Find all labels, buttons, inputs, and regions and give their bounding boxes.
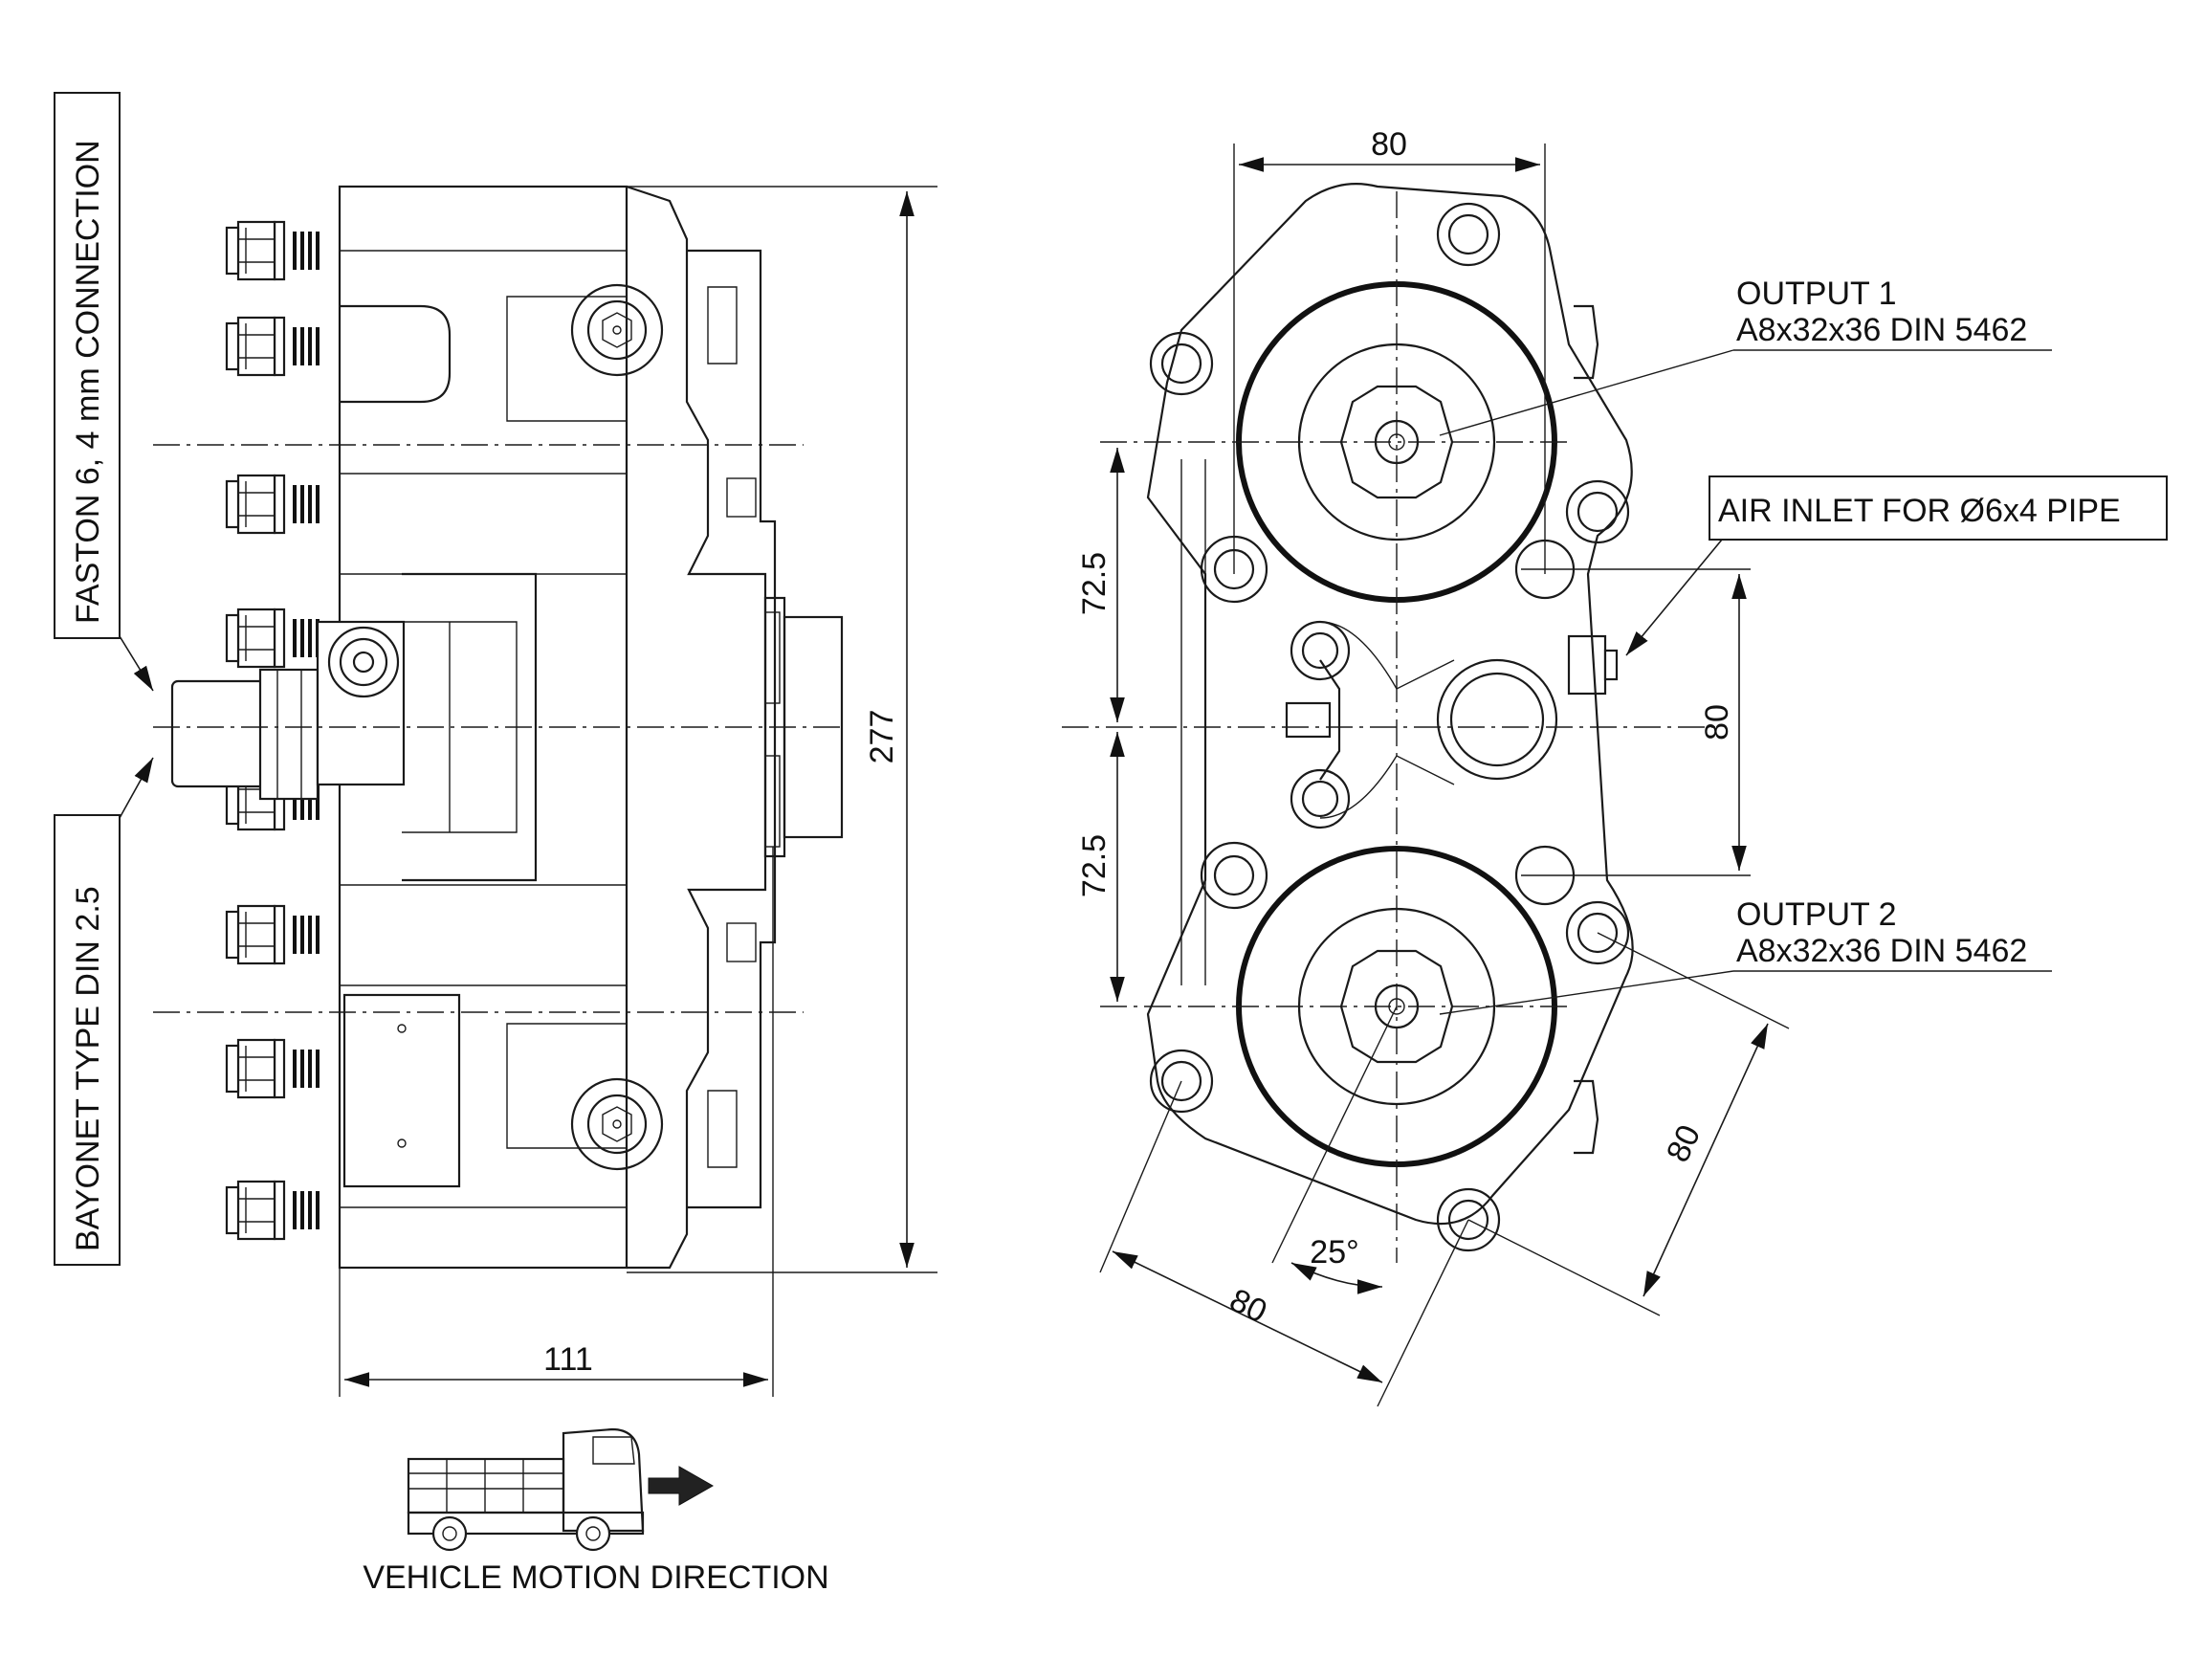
bayonet-connector	[170, 620, 406, 801]
angle-25: 25°	[1271, 1006, 1398, 1294]
dim-72-5: 72.5 72.5	[1076, 448, 1125, 1002]
side-view	[153, 185, 847, 1270]
dim-angle-text: 25°	[1310, 1234, 1358, 1271]
output2-spec: A8x32x36 DIN 5462	[1736, 933, 2027, 969]
dim-111-text: 111	[543, 1341, 593, 1378]
output1-title: OUTPUT 1	[1736, 276, 1897, 312]
dim-width-111: 111	[339, 847, 774, 1397]
dim-diag-bottom-80-text: 80	[1224, 1282, 1272, 1331]
truck-icon	[407, 1427, 715, 1552]
dim-diag-right-80-text: 80	[1660, 1119, 1708, 1167]
output1-label: OUTPUT 1 A8x32x36 DIN 5462	[1439, 276, 2052, 436]
front-view	[1062, 183, 1722, 1263]
dim-top-80: 80	[1233, 126, 1546, 574]
bolt-holes	[1149, 202, 1630, 1252]
screw-bottom	[570, 1077, 664, 1171]
dim-right-80: 80	[1521, 568, 1751, 876]
output2-label: OUTPUT 2 A8x32x36 DIN 5462	[1439, 896, 2052, 1015]
dim-height-277: 277	[627, 186, 937, 1273]
front-plate-outline	[1146, 183, 1634, 1226]
dim-277-text: 277	[864, 710, 900, 764]
air-inlet-label: AIR INLET FOR Ø6x4 PIPE	[1625, 475, 2168, 656]
dim-right-80-text: 80	[1699, 704, 1735, 741]
output2-title: OUTPUT 2	[1736, 896, 1897, 933]
air-inlet-text: AIR INLET FOR Ø6x4 PIPE	[1718, 493, 2121, 529]
dim-top-80-text: 80	[1371, 126, 1407, 163]
dim-diag-right-80: 80	[1467, 932, 1790, 1316]
dim-upper-72-5-text: 72.5	[1076, 552, 1113, 615]
dim-lower-72-5-text: 72.5	[1076, 834, 1113, 897]
vehicle-motion-label: VEHICLE MOTION DIRECTION	[363, 1559, 828, 1596]
dim-diag-bottom-80: 80	[1099, 1080, 1469, 1407]
faston-label: FASTON 6, 4 mm CONNECTION	[54, 92, 154, 692]
faston-text: FASTON 6, 4 mm CONNECTION	[70, 140, 106, 624]
output1-spec: A8x32x36 DIN 5462	[1736, 312, 2027, 348]
bayonet-label: BAYONET TYPE DIN 2.5	[54, 757, 154, 1266]
bayonet-text: BAYONET TYPE DIN 2.5	[70, 886, 106, 1251]
screw-top	[570, 283, 664, 377]
